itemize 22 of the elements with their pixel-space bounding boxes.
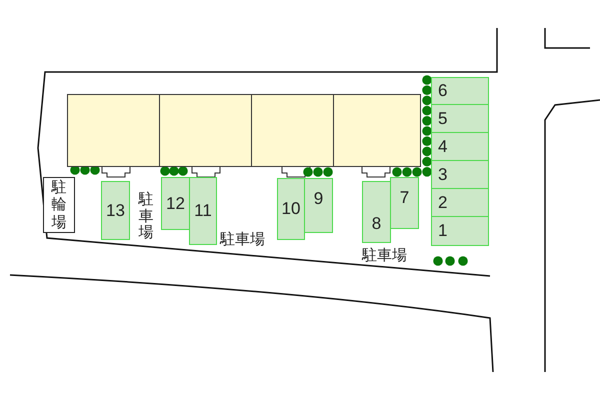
parking-space: 10 [277,178,305,240]
parking-space: 4 [431,132,489,161]
area-label: 駐輪場 [51,179,67,231]
parking-space: 1 [431,216,489,246]
area-label: 駐車場 [362,248,407,264]
parking-space: 7 [390,177,419,229]
parking-space: 5 [431,104,489,133]
parking-space: 11 [189,177,217,245]
building-block [67,94,160,167]
area-label: 駐車場 [220,232,265,248]
parking-space: 12 [161,177,190,230]
area-label: 駐車場 [138,192,154,242]
parking-space: 9 [304,178,333,233]
parking-space: 2 [431,188,489,217]
building-block [251,94,334,167]
parking-space: 3 [431,160,489,189]
bicycle-parking-area [43,177,75,233]
parking-space: 13 [101,181,130,240]
building-block [333,94,421,167]
parking-space: 8 [362,181,391,243]
building-block [159,94,252,167]
parking-space: 6 [431,77,489,105]
